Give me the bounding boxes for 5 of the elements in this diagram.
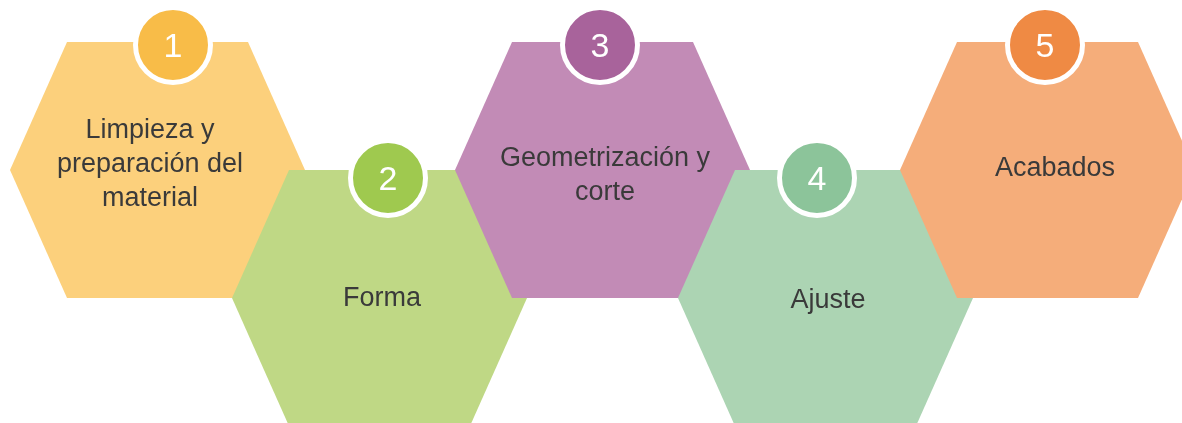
step-label: Ajuste <box>789 283 867 316</box>
step-label: Forma <box>342 281 422 314</box>
step-label: Limpieza y preparación del material <box>55 113 245 214</box>
step-label: Geometrización y corte <box>498 141 712 208</box>
step-label: Acabados <box>993 151 1117 184</box>
